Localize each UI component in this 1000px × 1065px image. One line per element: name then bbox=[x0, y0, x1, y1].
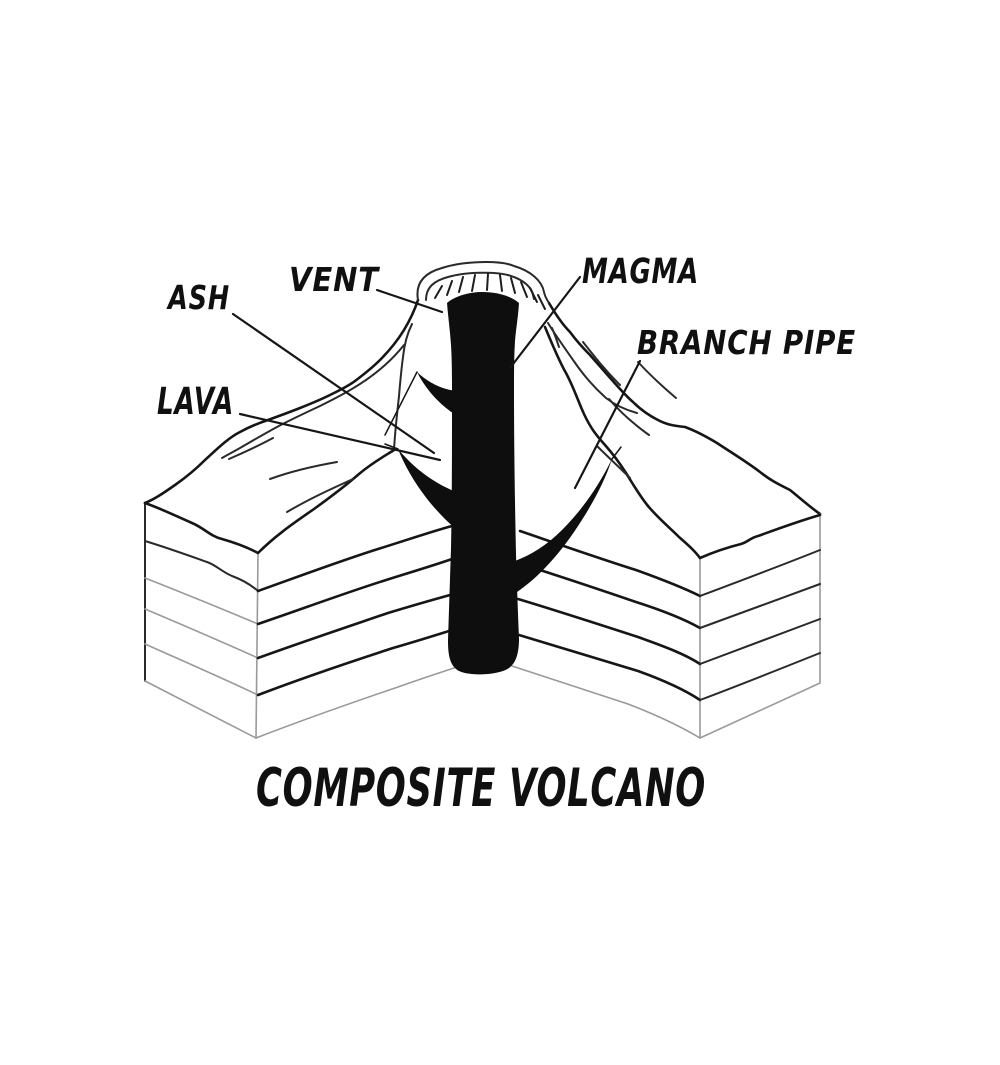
branch-pipe-upper-left-tip bbox=[384, 371, 418, 436]
magma-label: MAGMA bbox=[582, 252, 699, 292]
slope-texture bbox=[221, 322, 677, 513]
right-slope-contour bbox=[547, 322, 638, 414]
right-slope-edge bbox=[547, 301, 822, 516]
vent-leader-line bbox=[375, 288, 444, 314]
crater-hatch-mark bbox=[486, 273, 489, 291]
left-face-layer-2 bbox=[144, 577, 259, 625]
right-front-face-layer-2 bbox=[516, 561, 702, 630]
lava-leader-line bbox=[238, 412, 442, 462]
right-front-face-layer-3 bbox=[516, 597, 702, 666]
right-face-layer-4 bbox=[699, 652, 821, 701]
left-slope-stroke-1 bbox=[228, 437, 274, 460]
crater-hatch-mark bbox=[537, 294, 546, 310]
branch-pipe-lower-left bbox=[384, 443, 456, 529]
left-slope-edge bbox=[143, 298, 420, 505]
right-slope-stroke-1 bbox=[582, 341, 621, 386]
left-cut-ridge bbox=[393, 323, 413, 451]
front-face-layer-1 bbox=[256, 524, 454, 593]
right-face-layer-3 bbox=[699, 618, 821, 665]
crater-hatch-mark bbox=[520, 281, 528, 298]
crater-hatch-mark bbox=[434, 285, 443, 299]
branch-pipe-right-tip bbox=[611, 446, 622, 460]
magma-column bbox=[447, 292, 519, 675]
front-face-layer-2 bbox=[256, 557, 454, 626]
branch-pipe-upper-left bbox=[384, 371, 456, 436]
crater-hatch-mark bbox=[510, 277, 516, 294]
left-block-surface-edge bbox=[143, 501, 260, 555]
branch-pipe-lower-left-tip bbox=[384, 443, 399, 450]
left-front-ridge bbox=[256, 448, 396, 555]
branch-pipe-right-shape bbox=[514, 459, 612, 594]
branch-pipe-leader-line bbox=[573, 359, 642, 490]
branch-pipe-upper-left-shape bbox=[417, 372, 456, 415]
ash-leader-line bbox=[231, 312, 436, 455]
crater-hatch-mark bbox=[446, 280, 453, 296]
left-block-corner-edge bbox=[255, 552, 259, 739]
crater-inner-rim bbox=[425, 271, 535, 301]
leader-lines bbox=[231, 275, 642, 490]
right-front-face-bottom-edge bbox=[511, 665, 701, 739]
left-slope-stroke-2 bbox=[269, 461, 338, 480]
left-face-layer-3 bbox=[144, 608, 259, 659]
right-slope-stroke-2 bbox=[608, 398, 650, 436]
right-block-surface-edge bbox=[698, 513, 822, 560]
front-face-bottom-edge bbox=[255, 664, 464, 739]
crater-hatch-mark bbox=[499, 274, 503, 292]
right-slope-stroke-4 bbox=[637, 361, 677, 399]
front-face-layer-4 bbox=[256, 629, 451, 697]
left-slope-contour bbox=[221, 344, 405, 459]
crater-outer-rim bbox=[416, 261, 550, 304]
crater-hatch-mark bbox=[529, 287, 538, 303]
right-face-layer-1 bbox=[699, 549, 821, 597]
volcano-outline bbox=[143, 298, 822, 560]
right-cut-ridge bbox=[543, 325, 702, 560]
right-face-layer-2 bbox=[699, 583, 821, 629]
crater-rim bbox=[416, 261, 550, 304]
crater-hatch-mark bbox=[471, 274, 476, 292]
right-slope-stroke-5 bbox=[596, 445, 631, 479]
branch-pipe-label: BRANCH PIPE bbox=[637, 323, 856, 362]
lava-label: LAVA bbox=[157, 380, 234, 423]
diagram-title: COMPOSITE VOLCANO bbox=[256, 758, 706, 819]
magma-leader-line bbox=[508, 275, 582, 370]
crater-hatching bbox=[434, 273, 546, 310]
right-front-face-layer-4 bbox=[517, 633, 702, 702]
crater-hatch-mark bbox=[458, 276, 464, 293]
branch-pipe-lower-left-shape bbox=[398, 449, 456, 529]
left-face-layer-4 bbox=[144, 643, 259, 696]
left-face-layer-1 bbox=[144, 540, 259, 592]
left-block-layers bbox=[143, 501, 464, 739]
front-face-layer-3 bbox=[256, 593, 452, 660]
ash-label: ASH bbox=[166, 278, 230, 317]
branch-pipe-right bbox=[514, 446, 622, 594]
right-block-layers bbox=[511, 513, 822, 739]
left-block-bottom-left-edge bbox=[144, 680, 257, 739]
diagram-labels: ASH VENT MAGMA BRANCH PIPE LAVA COMPOSIT… bbox=[157, 252, 856, 819]
right-block-bottom-right-edge bbox=[699, 682, 821, 739]
right-slope-stroke-3 bbox=[551, 327, 560, 348]
left-slope-stroke-3 bbox=[286, 478, 354, 513]
magma-column-shape bbox=[447, 292, 519, 675]
vent-label: VENT bbox=[289, 260, 380, 299]
